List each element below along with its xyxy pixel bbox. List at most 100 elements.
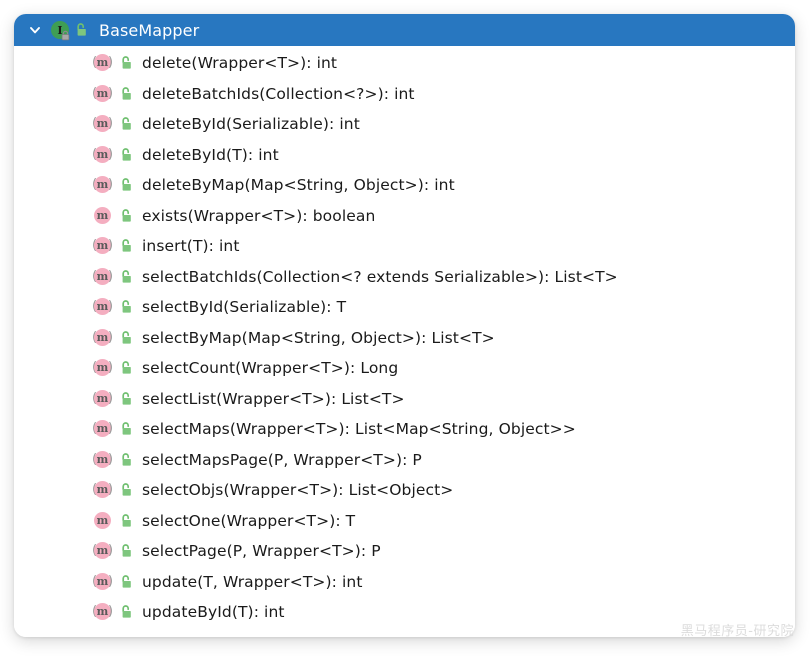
- unlock-public-icon: [122, 513, 131, 527]
- method-icon-letter: m: [94, 359, 111, 377]
- method-icon-letter: m: [94, 54, 111, 72]
- member-row[interactable]: (m) delete(Wrapper<T>): int: [14, 48, 795, 79]
- member-row[interactable]: (m)selectList(Wrapper<T>): List<T>: [14, 384, 795, 415]
- method-bracket-right: ): [108, 543, 114, 559]
- unlock-public-icon: [122, 391, 131, 405]
- member-row[interactable]: (m) deleteBatchIds(Collection<?>): int: [14, 79, 795, 110]
- member-row[interactable]: (m) selectOne(Wrapper<T>): T: [14, 506, 795, 537]
- method-icon-letter: m: [94, 145, 111, 163]
- interface-icon: I: [50, 20, 70, 41]
- method-bracket-right: ): [108, 329, 114, 345]
- page-title: BaseMapper: [99, 20, 200, 40]
- member-label: selectOne(Wrapper<T>): T: [142, 511, 356, 530]
- method-icon-letter: m: [94, 572, 111, 590]
- method-bracket-right: ): [108, 360, 114, 376]
- method-abstract-icon: (m): [92, 358, 114, 378]
- member-label: deleteById(Serializable): int: [142, 115, 360, 134]
- method-icon-letter: m: [94, 511, 111, 529]
- member-label: updateById(T): int: [142, 603, 285, 622]
- member-label: insert(T): int: [142, 237, 240, 256]
- method-abstract-icon: (m): [92, 84, 114, 104]
- member-row[interactable]: (m)updateById(T): int: [14, 597, 795, 628]
- member-row[interactable]: (m)selectObjs(Wrapper<T>): List<Object>: [14, 475, 795, 506]
- method-abstract-icon: (m): [92, 572, 114, 592]
- member-row[interactable]: (m) deleteByMap(Map<String, Object>): int: [14, 170, 795, 201]
- unlock-public-icon: [122, 361, 131, 374]
- unlock-public-icon: [122, 605, 131, 618]
- method-abstract-icon: (m): [92, 297, 114, 317]
- method-icon-letter: m: [94, 267, 111, 285]
- method-abstract-icon: (m): [92, 175, 113, 195]
- method-icon-letter: m: [94, 603, 111, 621]
- unlock-public-icon: [122, 574, 131, 588]
- method-icon-letter: m: [94, 389, 111, 407]
- unlock-public-icon: [122, 239, 131, 252]
- panel-header[interactable]: I BaseMapper: [14, 14, 795, 46]
- member-label: selectMapsPage(P, Wrapper<T>): P: [142, 450, 422, 469]
- unlock-public-icon: [122, 422, 131, 435]
- member-row[interactable]: (m) selectMapsPage(P, Wrapper<T>): P: [14, 445, 795, 476]
- method-abstract-icon: (m): [92, 53, 114, 73]
- unlock-public-icon: [122, 452, 131, 466]
- unlock-public-icon: [122, 147, 131, 161]
- unlock-public-icon: [122, 56, 131, 69]
- member-row[interactable]: (m)selectByMap(Map<String, Object>): Lis…: [14, 323, 795, 354]
- unlock-public-icon: [122, 86, 131, 100]
- method-bracket-right: ): [108, 55, 114, 71]
- unlock-public-icon: [77, 23, 86, 36]
- method-icon-letter: m: [94, 481, 111, 499]
- method-bracket-right: ): [108, 85, 114, 101]
- member-label: selectPage(P, Wrapper<T>): P: [142, 542, 381, 561]
- member-row[interactable]: (m) selectById(Serializable): T: [14, 292, 795, 323]
- method-icon-letter: m: [94, 84, 111, 102]
- method-bracket-right: ): [108, 573, 114, 589]
- member-label: deleteByMap(Map<String, Object>): int: [142, 176, 455, 195]
- method-abstract-icon: (m): [92, 236, 113, 256]
- chevron-down-icon[interactable]: [26, 21, 44, 39]
- method-abstract-icon: (m): [92, 541, 114, 561]
- member-label: selectCount(Wrapper<T>): Long: [142, 359, 399, 378]
- header-icon-group: I: [50, 20, 89, 41]
- member-label: deleteBatchIds(Collection<?>): int: [142, 84, 415, 103]
- method-bracket-right: ): [108, 146, 114, 162]
- member-label: exists(Wrapper<T>): boolean: [142, 206, 376, 225]
- method-icon-letter: m: [94, 542, 111, 560]
- method-icon: (m): [92, 511, 112, 531]
- structure-popup-panel: I BaseMapper (m)delete(Wrapper<T>): int(…: [14, 14, 795, 637]
- method-bracket-right: ): [108, 116, 114, 132]
- member-label: delete(Wrapper<T>): int: [142, 54, 338, 73]
- member-list[interactable]: (m) delete(Wrapper<T>): int (m) deleteBatch…: [14, 46, 795, 637]
- member-row[interactable]: (m) update(T, Wrapper<T>): int: [14, 567, 795, 598]
- method-bracket-right: ): [108, 268, 114, 284]
- method-icon: (m): [92, 206, 112, 226]
- unlock-public-icon: [122, 330, 131, 344]
- method-bracket-right: ): [108, 299, 114, 315]
- unlock-public-icon: [122, 544, 131, 557]
- method-icon-letter: m: [94, 176, 111, 194]
- method-bracket-right: ): [108, 604, 114, 620]
- method-abstract-icon: (m): [92, 389, 113, 409]
- member-row[interactable]: (m) exists(Wrapper<T>): boolean: [14, 201, 795, 232]
- member-label: update(T, Wrapper<T>): int: [142, 572, 363, 591]
- method-bracket-right: ): [108, 451, 114, 467]
- member-row[interactable]: (m) selectCount(Wrapper<T>): Long: [14, 353, 795, 384]
- method-icon-letter: m: [94, 328, 111, 346]
- method-abstract-icon: (m): [92, 480, 114, 500]
- method-abstract-icon: (m): [92, 267, 114, 287]
- unlock-public-icon: [122, 483, 131, 496]
- member-label: selectById(Serializable): T: [142, 298, 347, 317]
- method-abstract-icon: (m): [92, 450, 114, 470]
- member-row[interactable]: (m)deleteById(T): int: [14, 140, 795, 171]
- member-row[interactable]: (m)selectMaps(Wrapper<T>): List<Map<Stri…: [14, 414, 795, 445]
- unlock-public-icon: [122, 269, 131, 283]
- method-bracket-right: ): [108, 482, 114, 498]
- member-label: selectMaps(Wrapper<T>): List<Map<String,…: [142, 420, 576, 439]
- member-row[interactable]: (m) selectPage(P, Wrapper<T>): P: [14, 536, 795, 567]
- member-row[interactable]: (m)selectBatchIds(Collection<? extends S…: [14, 262, 795, 293]
- method-icon-letter: m: [94, 115, 111, 133]
- method-icon-letter: m: [94, 298, 111, 316]
- member-row[interactable]: (m)deleteById(Serializable): int: [14, 109, 795, 140]
- member-row[interactable]: (m) insert(T): int: [14, 231, 795, 262]
- method-icon-letter: m: [94, 420, 111, 438]
